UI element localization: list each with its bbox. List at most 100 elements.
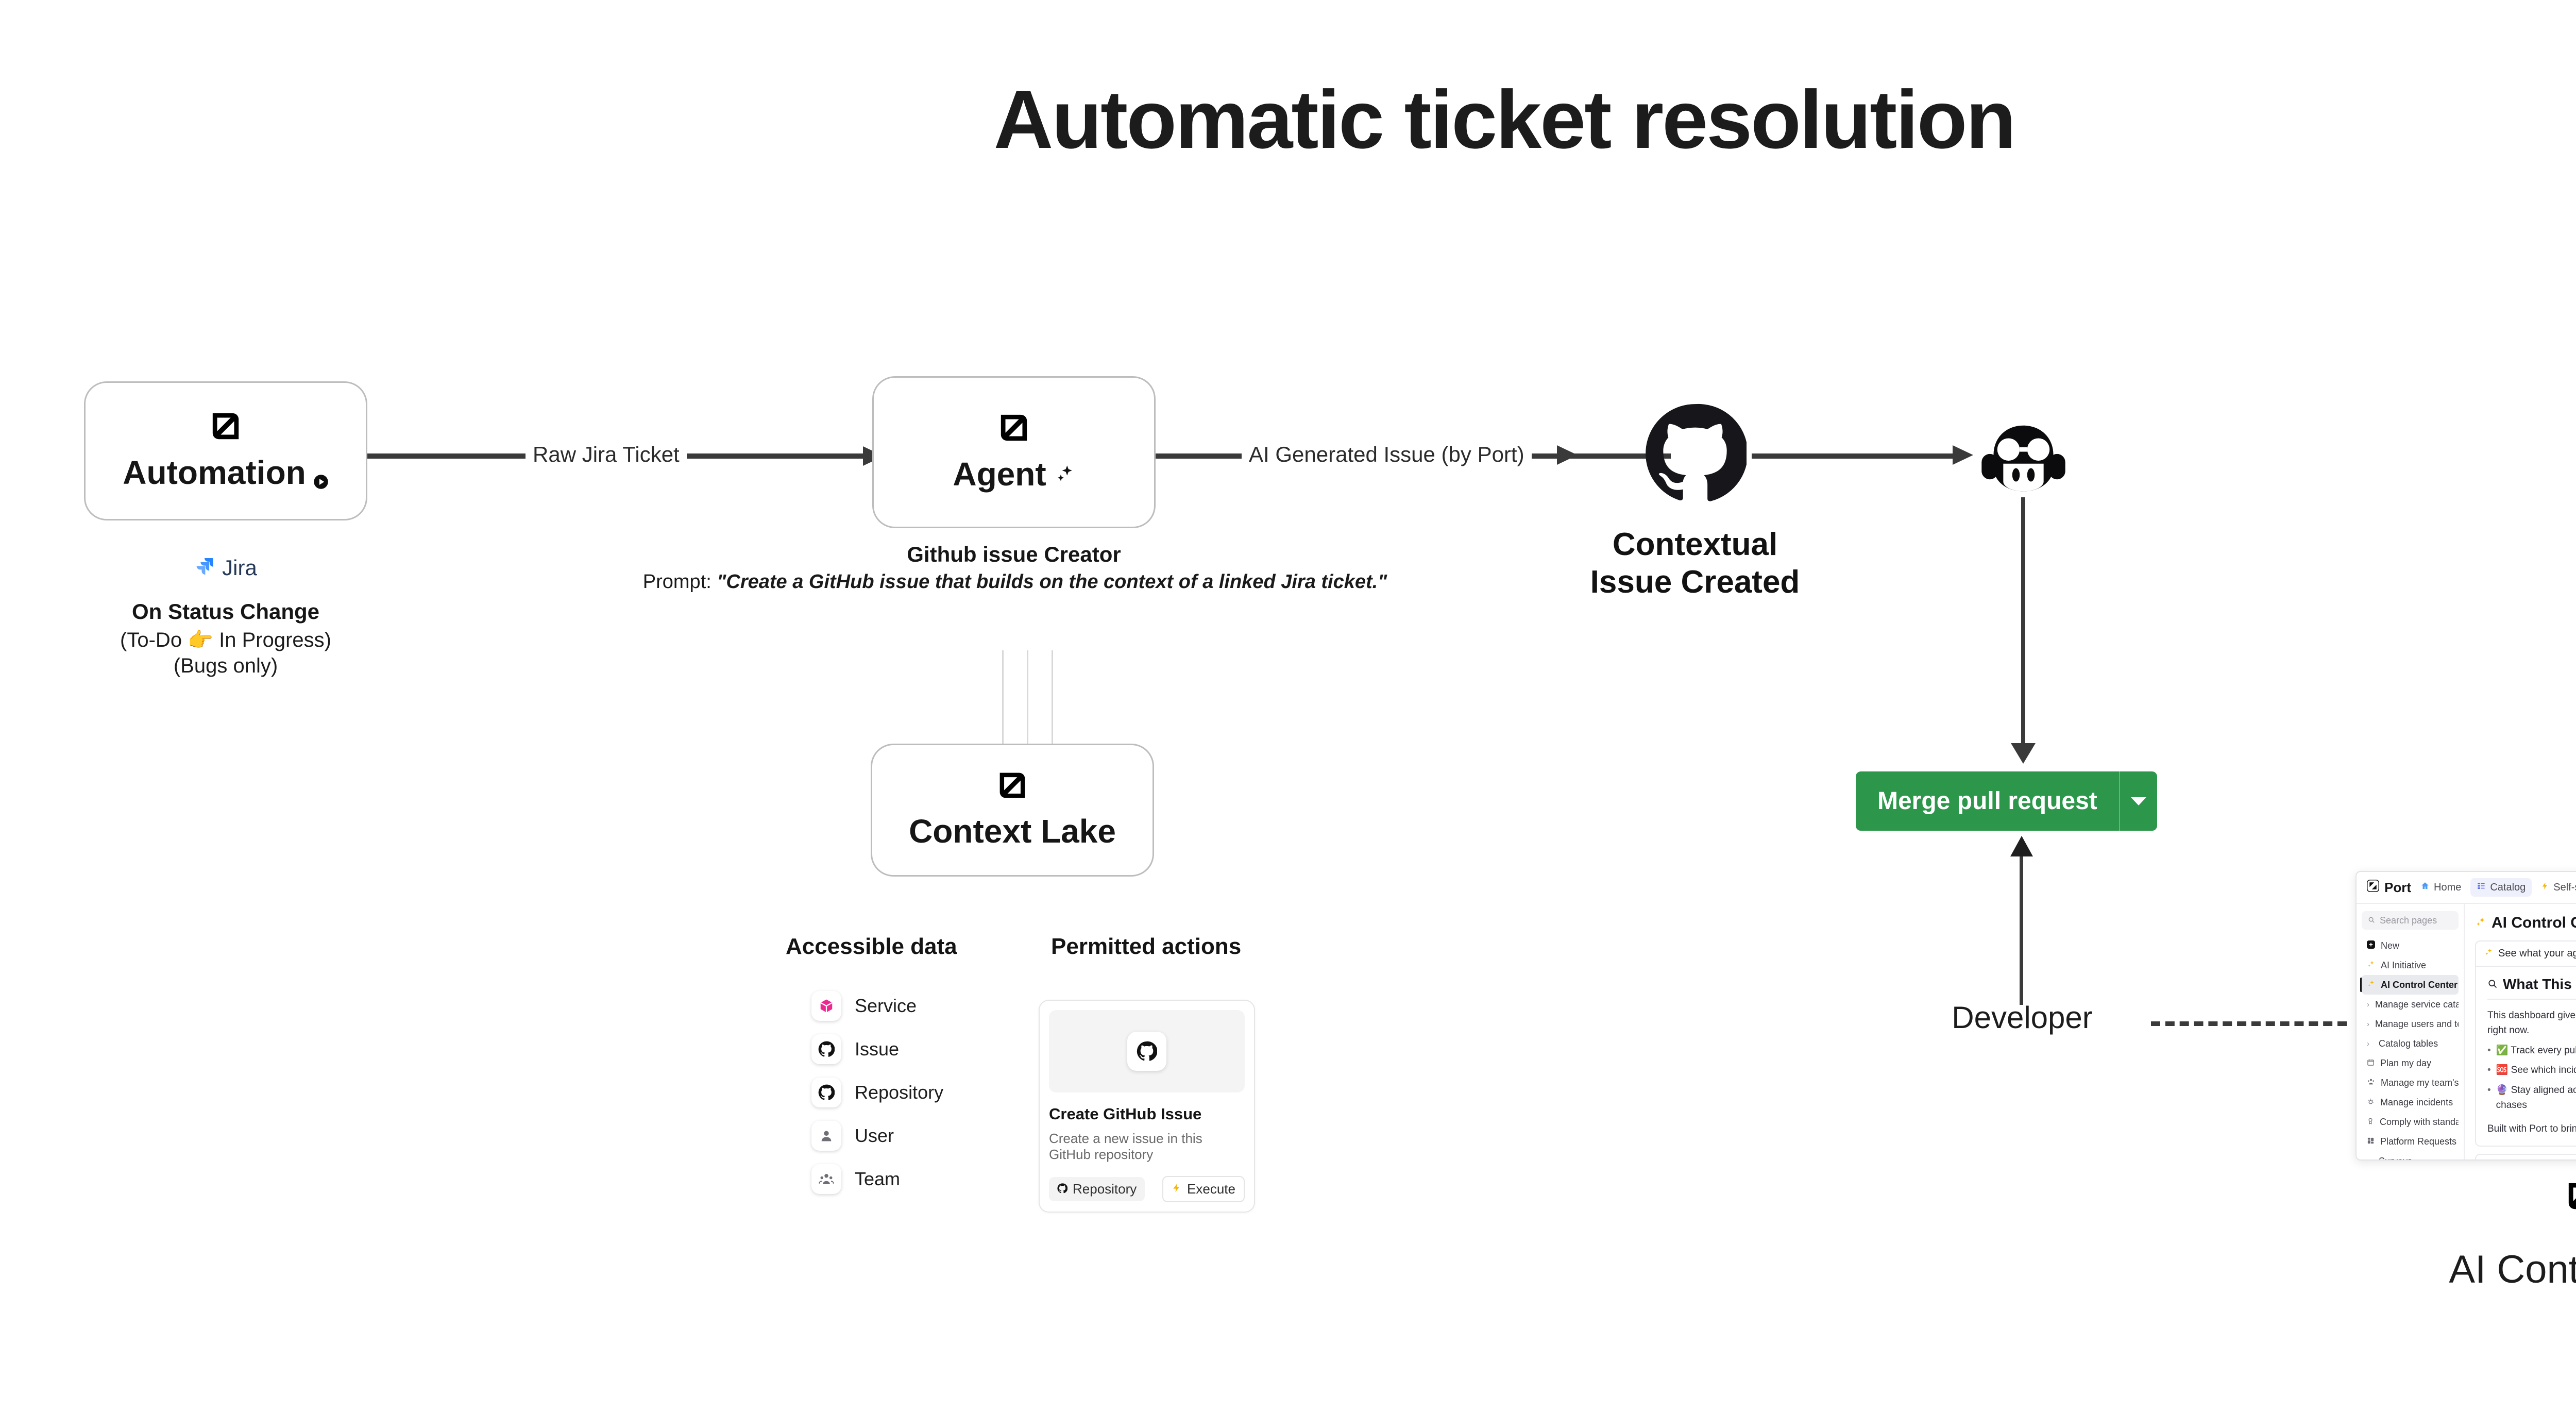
prompt-prefix: Prompt:	[642, 571, 717, 593]
list-item-label: User	[855, 1125, 894, 1146]
trigger-detail: (To-Do 👉 In Progress)	[120, 629, 331, 651]
ai-control-center-screenshot[interactable]: Port Home Catalog	[2355, 871, 2576, 1161]
nav-item-catalog-label: Catalog	[2490, 881, 2526, 893]
permitted-actions-heading: Permitted actions	[1051, 934, 1242, 959]
automation-title: Automation	[123, 453, 329, 492]
sidebar-item-label: New	[2381, 940, 2400, 951]
github-node[interactable]	[1643, 402, 1748, 508]
sidebar-item-ai-initiative[interactable]: AI Initiative	[2362, 955, 2459, 975]
chevron-right-icon: ›	[2367, 1000, 2369, 1009]
nav-item-home[interactable]: Home	[2420, 881, 2461, 894]
medal-icon	[2367, 1117, 2374, 1128]
nav-item-self-service-label: Self-service	[2553, 881, 2576, 893]
devin-node[interactable]	[1978, 423, 2069, 500]
automation-node[interactable]: Automation	[84, 381, 367, 520]
context-lake-title: Context Lake	[909, 813, 1116, 850]
permitted-action-card[interactable]: Create GitHub Issue Create a new issue i…	[1039, 1000, 1255, 1213]
list-item[interactable]: User	[811, 1114, 943, 1157]
nav-item-catalog[interactable]: Catalog	[2470, 878, 2532, 897]
merge-pull-request-button[interactable]: Merge pull request	[1856, 771, 2157, 831]
sidebar-search-input[interactable]: Search pages	[2362, 911, 2459, 930]
execute-button[interactable]: Execute	[1162, 1176, 1245, 1202]
action-thumbnail	[1049, 1010, 1245, 1092]
control-center-caption-label: AI Control Center	[2449, 1248, 2576, 1291]
prompt-text: "Create a GitHub issue that builds on th…	[717, 571, 1387, 593]
doc-heading-label: What This Dashboard Shows	[2503, 976, 2576, 992]
home-icon	[2420, 881, 2430, 894]
agent-prompt: Prompt: "Create a GitHub issue that buil…	[592, 571, 1437, 593]
github-icon	[1127, 1032, 1166, 1071]
search-icon	[2368, 915, 2375, 926]
nav-item-self-service[interactable]: Self-service	[2541, 881, 2576, 894]
action-repository-tag[interactable]: Repository	[1049, 1177, 1145, 1201]
list-item-label: Team	[855, 1168, 901, 1189]
list-item[interactable]: Service	[811, 984, 943, 1028]
github-caption-line1: Contextual	[1612, 527, 1778, 562]
port-logo-icon	[998, 412, 1030, 444]
edge-label-ai-generated-issue: AI Generated Issue (by Port)	[1242, 442, 1532, 467]
sidebar-item-manage-users-and-teams[interactable]: › Manage users and teams	[2362, 1014, 2459, 1034]
sparkles-icon	[2367, 980, 2375, 990]
arrowhead-devin	[1953, 443, 1975, 469]
dashboard-sidebar: Search pages New AI Initiative	[2357, 904, 2465, 1159]
jira-label: Jira	[222, 556, 257, 580]
pr-panel-header: AI-driven pull requests	[2476, 1155, 2576, 1159]
list-item[interactable]: Repository	[811, 1071, 943, 1114]
sidebar-item-manage-service-catalog[interactable]: › Manage service catalog	[2362, 995, 2459, 1014]
doc-bullet-text: ✅ Track every pull request opened or mod…	[2496, 1045, 2576, 1056]
calendar-icon	[2367, 1058, 2375, 1069]
sidebar-item-plan-my-day[interactable]: Plan my day	[2362, 1053, 2459, 1073]
execute-label: Execute	[1187, 1181, 1235, 1197]
magnifier-icon	[2487, 976, 2498, 993]
nav-item-home-label: Home	[2434, 881, 2462, 893]
developer-label: Developer	[1952, 1000, 2093, 1035]
agents-panel-title: See what your agents are working on	[2498, 948, 2576, 959]
dashboard-brand[interactable]: Port	[2367, 879, 2411, 896]
dashboard-topbar: Port Home Catalog	[2357, 872, 2576, 904]
github-icon	[811, 1034, 841, 1064]
sidebar-item-surveys[interactable]: › Surveys	[2362, 1151, 2459, 1160]
chevron-down-icon	[2130, 797, 2146, 805]
sidebar-item-comply-with-standards[interactable]: Comply with standar...	[2362, 1112, 2459, 1132]
github-octocat-icon	[1643, 404, 1748, 507]
sidebar-item-ai-control-center[interactable]: AI Control Center	[2362, 975, 2459, 995]
dashboard-main: AI Control Center Widget	[2465, 904, 2576, 1159]
arrowhead-merge	[2009, 742, 2038, 768]
list-item[interactable]: Issue	[811, 1028, 943, 1071]
chevron-right-icon: ›	[2367, 1157, 2373, 1160]
person-icon	[811, 1121, 841, 1151]
sidebar-item-label: AI Control Center	[2381, 979, 2458, 990]
port-logo-icon	[997, 770, 1028, 801]
catalog-icon	[2477, 881, 2486, 894]
jira-source: Jira	[84, 556, 367, 580]
sidebar-item-label: Manage users and teams	[2375, 1018, 2459, 1029]
accessible-data-list: Service Issue Repository	[811, 984, 943, 1201]
agent-node[interactable]: Agent	[872, 376, 1156, 528]
sidebar-item-platform-requests-dashboard[interactable]: Platform Requests Da...	[2362, 1132, 2459, 1151]
merge-button-label[interactable]: Merge pull request	[1877, 787, 2097, 815]
sidebar-item-label: Comply with standar...	[2380, 1116, 2459, 1127]
people-group-icon	[2367, 1078, 2375, 1088]
sidebar-item-catalog-tables[interactable]: › Catalog tables	[2362, 1034, 2459, 1053]
dashboard-page-title: AI Control Center Widget	[2475, 912, 2576, 933]
sidebar-item-manage-my-teams-work[interactable]: Manage my team's w...	[2362, 1073, 2459, 1092]
agents-panel-header: See what your agents are working on	[2476, 942, 2576, 967]
sidebar-item-new[interactable]: New	[2362, 936, 2459, 955]
trigger-title: On Status Change	[131, 599, 320, 624]
arrowhead-developer-up	[2009, 835, 2034, 861]
agents-panel: See what your agents are working on What…	[2475, 940, 2576, 1147]
divider	[2487, 999, 2576, 1000]
doc-outro: Built with Port to bring clarity to your…	[2487, 1123, 2576, 1134]
merge-dropdown-button[interactable]	[2119, 771, 2157, 831]
sparkles-icon	[2367, 960, 2375, 971]
context-lake-node[interactable]: Context Lake	[871, 744, 1154, 877]
chevron-right-icon: ›	[2367, 1039, 2369, 1048]
sidebar-item-label: Manage incidents	[2380, 1097, 2453, 1107]
page-title: Automatic ticket resolution	[993, 73, 2016, 165]
arrowhead-github	[1557, 443, 1580, 469]
sidebar-item-label: Manage my team's w...	[2381, 1077, 2459, 1088]
sidebar-item-manage-incidents[interactable]: Manage incidents	[2362, 1092, 2459, 1112]
list-item[interactable]: Team	[811, 1157, 943, 1201]
doc-bullet-text: 🆘 See which incidents are actively being…	[2496, 1065, 2576, 1076]
dashboard-title-label: AI Control Center	[2492, 914, 2576, 931]
